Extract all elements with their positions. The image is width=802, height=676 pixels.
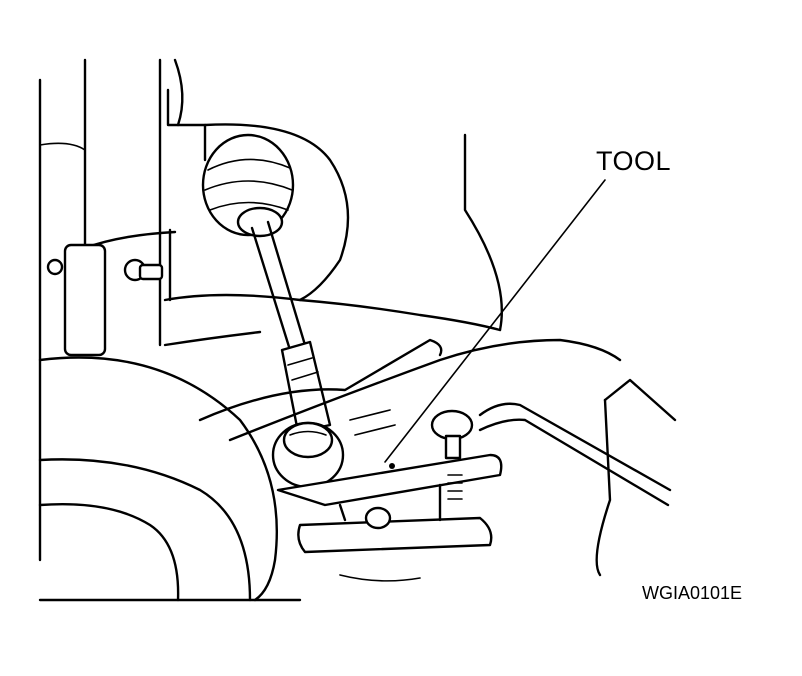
side-rail bbox=[478, 378, 677, 577]
separator-tool bbox=[276, 409, 503, 554]
control-arm bbox=[198, 133, 622, 442]
tie-rod-end bbox=[271, 421, 345, 489]
tie-rod bbox=[250, 220, 332, 434]
mounting-bracket bbox=[46, 243, 164, 357]
wheel-hub bbox=[38, 356, 421, 602]
tool-callout-label: TOOL bbox=[596, 146, 672, 176]
figure-code-label: WGIA0101E bbox=[642, 583, 743, 603]
tie-rod-boot bbox=[201, 133, 295, 238]
callout-leader-line bbox=[384, 179, 606, 463]
